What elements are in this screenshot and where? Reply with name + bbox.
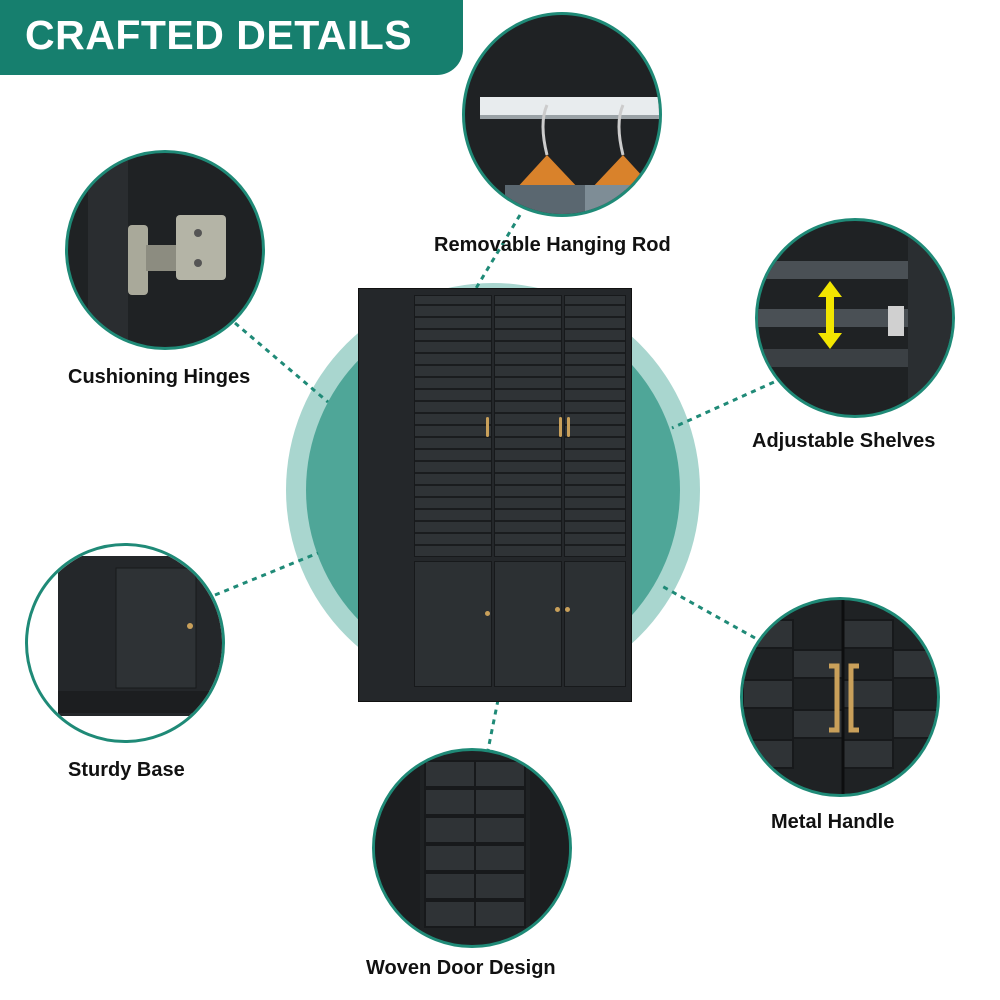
woven-detail bbox=[372, 748, 572, 948]
hanging-rod-icon bbox=[480, 97, 659, 214]
hinges-detail bbox=[65, 150, 265, 350]
woven-icon bbox=[375, 751, 569, 945]
shelves-detail bbox=[755, 218, 955, 418]
header-banner: CRAFTED DETAILS bbox=[0, 0, 463, 75]
hanging-rod-detail bbox=[462, 12, 662, 217]
feature-label-hinges: Cushioning Hinges bbox=[68, 366, 251, 388]
feature-label-shelves: Adjustable Shelves bbox=[752, 430, 936, 452]
handle-icon bbox=[743, 600, 937, 794]
base-detail bbox=[25, 543, 225, 743]
wardrobe-product-image bbox=[358, 288, 632, 702]
hinge-icon bbox=[88, 153, 226, 347]
shelf-arrows-icon bbox=[758, 221, 952, 415]
page-title: CRAFTED DETAILS bbox=[25, 12, 413, 58]
feature-label-handle: Metal Handle bbox=[771, 811, 895, 833]
feature-label-base: Sturdy Base bbox=[68, 759, 185, 781]
handle-detail bbox=[740, 597, 940, 797]
feature-label-woven: Woven Door Design bbox=[366, 957, 556, 979]
feature-label-hanging-rod: Removable Hanging Rod bbox=[434, 234, 671, 256]
base-icon bbox=[58, 556, 222, 716]
